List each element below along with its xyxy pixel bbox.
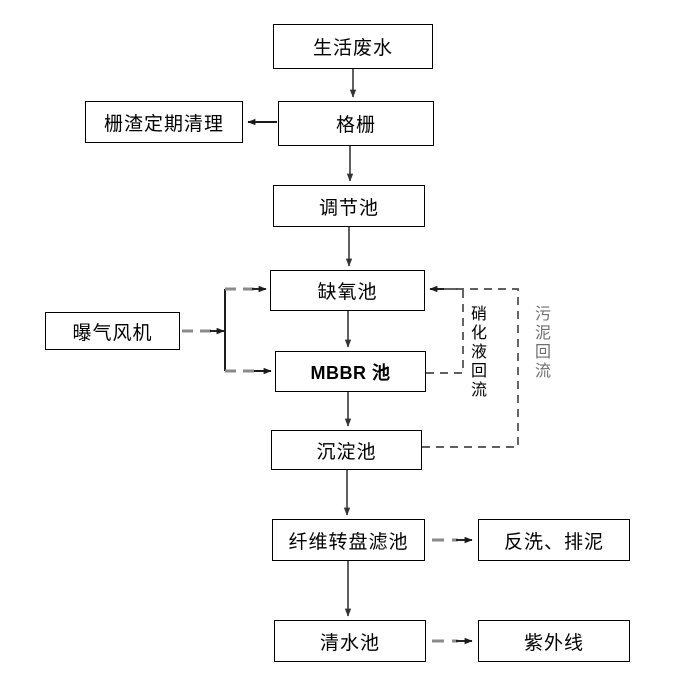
edge-label-sludge-return: 污 泥 回 流	[532, 305, 554, 381]
sludge-char-2: 泥	[534, 325, 551, 342]
node-influent-label: 生活废水	[312, 38, 393, 59]
node-aeration-blower[interactable]: 曝气风机	[45, 312, 180, 350]
node-mbbr-tank[interactable]: MBBR 池	[275, 351, 426, 392]
node-screen[interactable]: 格栅	[278, 101, 434, 146]
node-influent[interactable]: 生活废水	[273, 24, 433, 69]
node-screenings-cleaning[interactable]: 栅渣定期清理	[85, 101, 243, 143]
edge-label-nitrate-liquor-return: 硝 化 液 回 流	[468, 305, 490, 400]
node-screen-label: 格栅	[335, 115, 376, 136]
node-clean-water-tank[interactable]: 清水池	[274, 620, 426, 662]
sludge-char-1: 污	[534, 306, 551, 323]
node-backwash-sludge-discharge[interactable]: 反洗、排泥	[478, 519, 630, 561]
nitrate-char-5: 流	[470, 382, 487, 399]
node-equalization-tank-label: 调节池	[318, 197, 379, 219]
nitrate-char-1: 硝	[470, 306, 487, 323]
node-aeration-blower-label: 曝气风机	[72, 322, 153, 344]
node-equalization-tank[interactable]: 调节池	[273, 185, 425, 227]
node-anoxic-tank[interactable]: 缺氧池	[270, 270, 425, 311]
nitrate-char-2: 化	[470, 325, 487, 342]
node-anoxic-tank-label: 缺氧池	[317, 282, 378, 303]
nitrate-char-3: 液	[470, 344, 487, 361]
nitrate-char-4: 回	[470, 363, 487, 380]
node-clean-water-tank-label: 清水池	[319, 632, 380, 654]
sludge-char-3: 回	[534, 344, 551, 361]
node-sedimentation-tank[interactable]: 沉淀池	[271, 430, 422, 470]
node-fiber-disc-filter-label: 纤维转盘滤池	[288, 531, 409, 553]
node-screenings-cleaning-label: 栅渣定期清理	[103, 113, 224, 135]
node-sedimentation-tank-label: 沉淀池	[316, 441, 377, 463]
node-mbbr-tank-label: MBBR 池	[310, 362, 391, 383]
node-fiber-disc-filter[interactable]: 纤维转盘滤池	[272, 519, 425, 561]
node-ultraviolet-label: 紫外线	[523, 632, 584, 654]
edge-mbbr-to-anoxic-return	[426, 285, 464, 374]
sludge-char-4: 流	[534, 363, 551, 380]
node-ultraviolet[interactable]: 紫外线	[478, 620, 630, 662]
node-backwash-sludge-discharge-label: 反洗、排泥	[503, 531, 604, 553]
edge-blower-to-aeration-trunk	[182, 289, 226, 371]
